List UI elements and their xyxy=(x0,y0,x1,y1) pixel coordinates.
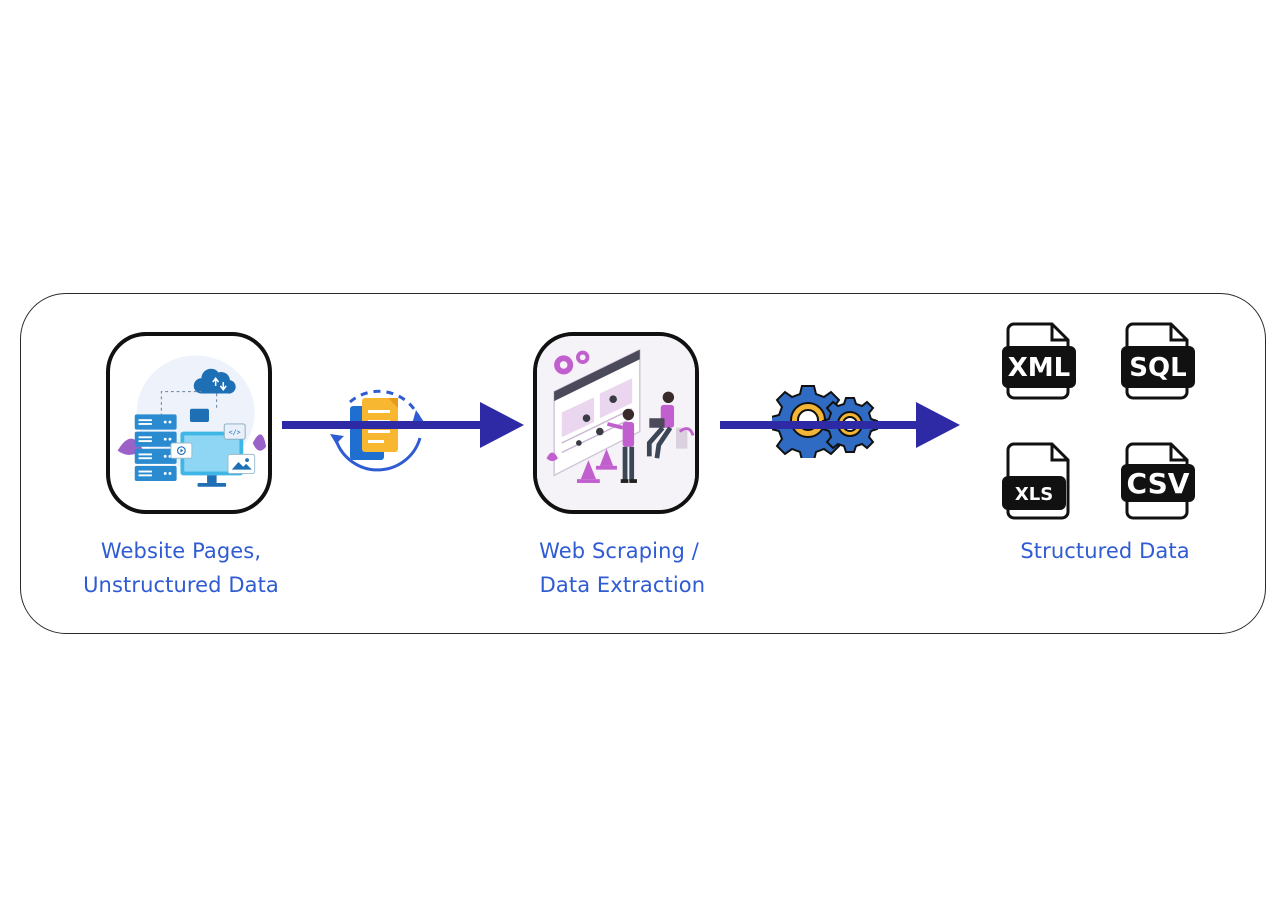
web-scraping-illustration xyxy=(537,336,695,510)
process-tile xyxy=(533,332,699,514)
output-label-line-1: Structured Data xyxy=(1020,539,1190,563)
svg-text:</>: </> xyxy=(229,428,241,436)
source-label-line-2: Unstructured Data xyxy=(83,573,279,597)
source-tile: </> xyxy=(106,332,272,514)
sql-file-icon: SQL xyxy=(1119,320,1199,400)
process-stage-label: Web Scraping / Data Extraction xyxy=(506,534,732,602)
csv-file-icon: CSV xyxy=(1119,440,1199,520)
process-label-line-1: Web Scraping / xyxy=(539,539,699,563)
flow-arrow-1 xyxy=(282,402,524,448)
xls-file-label: XLS xyxy=(1015,484,1053,505)
source-stage-label: Website Pages, Unstructured Data xyxy=(68,534,294,602)
xml-file-label: XML xyxy=(1008,353,1071,383)
process-label-line-2: Data Extraction xyxy=(532,573,706,597)
sql-file-label: SQL xyxy=(1129,353,1186,383)
xls-file-icon: XLS xyxy=(1000,440,1080,520)
output-stage-label: Structured Data xyxy=(994,534,1216,568)
csv-file-label: CSV xyxy=(1127,467,1190,500)
xml-file-icon: XML xyxy=(1000,320,1080,400)
flow-arrow-2 xyxy=(720,402,960,448)
source-label-line-1: Website Pages, xyxy=(100,539,262,563)
diagram-panel xyxy=(20,293,1266,634)
server-cloud-illustration: </> xyxy=(117,355,267,487)
